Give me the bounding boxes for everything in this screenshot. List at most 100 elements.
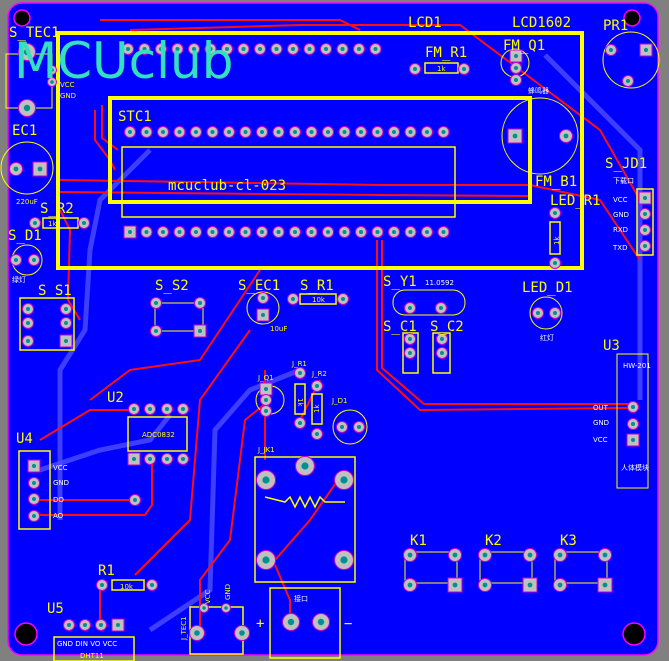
label-k2: K2 bbox=[485, 533, 502, 549]
drill-hole bbox=[142, 47, 147, 51]
label-r1: R1 bbox=[98, 563, 115, 579]
drill-hole bbox=[260, 230, 264, 234]
connector-label: 接口 bbox=[294, 594, 308, 603]
drill-hole bbox=[293, 130, 297, 134]
drill-hole bbox=[37, 166, 43, 172]
drill-hole bbox=[133, 498, 137, 502]
drill-hole bbox=[225, 47, 229, 51]
s-r2-value: 1k bbox=[48, 220, 57, 228]
drill-hole bbox=[33, 221, 37, 225]
drill-hole bbox=[276, 230, 281, 234]
drill-hole bbox=[440, 337, 444, 341]
mounting-hole-icon bbox=[623, 9, 641, 27]
j-r2-value: 1k bbox=[313, 404, 321, 413]
drill-hole bbox=[482, 582, 488, 588]
drill-hole bbox=[128, 230, 132, 234]
label-j-tec1: J_TEC1 bbox=[180, 616, 188, 641]
drill-hole bbox=[82, 221, 86, 225]
drill-hole bbox=[132, 407, 136, 411]
drill-hole bbox=[181, 407, 185, 411]
label-fm-b1: FM_B1 bbox=[535, 174, 577, 190]
drill-hole bbox=[100, 583, 104, 587]
drill-hole bbox=[425, 130, 429, 134]
label-s-r1: S_R1 bbox=[300, 278, 334, 294]
drill-hole bbox=[342, 130, 347, 134]
label-j-q1: J_Q1 bbox=[257, 374, 274, 382]
drill-hole bbox=[557, 552, 563, 558]
drill-hole bbox=[159, 47, 163, 51]
u4-pin-do: DO bbox=[53, 496, 64, 504]
potentiometer-symbol bbox=[264, 495, 345, 509]
drill-hole bbox=[14, 258, 18, 262]
drill-hole bbox=[241, 47, 246, 51]
k1-outline bbox=[404, 551, 458, 584]
s-c2-outline bbox=[432, 332, 451, 374]
s-c1-outline bbox=[402, 332, 419, 374]
drill-hole bbox=[161, 230, 165, 234]
mounting-hole-icon bbox=[14, 622, 38, 646]
label-j-r2: J_R2 bbox=[311, 370, 327, 378]
s-jd1-pin-gnd: GND bbox=[613, 211, 629, 219]
drill-hole bbox=[208, 47, 213, 51]
drill-hole bbox=[261, 313, 265, 317]
j-d1-outline bbox=[332, 409, 368, 445]
drill-hole bbox=[194, 230, 198, 234]
stc1-outline bbox=[121, 146, 456, 218]
u3-pin-vcc: VCC bbox=[593, 436, 608, 444]
drill-hole bbox=[301, 462, 309, 470]
s-tec1-vcc: VCC bbox=[60, 81, 75, 89]
drill-hole bbox=[392, 130, 396, 134]
drill-hole bbox=[307, 47, 312, 51]
drill-hole bbox=[512, 133, 518, 139]
s-jd1-pin-vcc: VCC bbox=[613, 196, 628, 204]
mcuclub-logo: MCUclub bbox=[14, 32, 233, 90]
drill-hole bbox=[148, 407, 152, 411]
drill-hole bbox=[32, 481, 36, 485]
drill-hole bbox=[202, 606, 206, 610]
u5-pins: GND DIN VO VCC bbox=[57, 640, 117, 648]
drill-hole bbox=[326, 230, 330, 234]
label-s-c1: S_C1 bbox=[383, 319, 417, 335]
drill-hole bbox=[357, 425, 361, 429]
s-y1-outline bbox=[392, 289, 466, 316]
drill-hole bbox=[154, 329, 158, 333]
lcd-window-outline bbox=[108, 96, 532, 204]
drill-hole bbox=[392, 230, 396, 234]
s-jd1-pin-rxd: RXD bbox=[613, 226, 628, 234]
label-lcd1602: LCD1602 bbox=[512, 15, 571, 31]
label-s-tec1: S_TEC1 bbox=[9, 25, 60, 41]
drill-hole bbox=[194, 130, 198, 134]
drill-hole bbox=[116, 623, 120, 627]
drill-hole bbox=[26, 339, 30, 343]
drill-hole bbox=[181, 457, 185, 461]
label-lcd1: LCD1 bbox=[408, 15, 442, 31]
drill-hole bbox=[194, 630, 200, 636]
drill-hole bbox=[315, 432, 319, 436]
label-s-ec1: S_EC1 bbox=[238, 278, 280, 294]
drill-hole bbox=[148, 457, 152, 461]
drill-hole bbox=[462, 67, 466, 71]
drill-hole bbox=[439, 306, 443, 310]
drill-hole bbox=[407, 582, 413, 588]
drill-hole bbox=[258, 47, 262, 51]
drill-hole bbox=[324, 47, 328, 51]
label-s-s1: S_S1 bbox=[38, 283, 72, 299]
drill-hole bbox=[407, 552, 413, 558]
u5-outline bbox=[53, 636, 135, 661]
led-r1-body bbox=[549, 221, 561, 255]
drill-hole bbox=[227, 130, 231, 134]
u2-chip-outline bbox=[127, 416, 188, 452]
drill-hole bbox=[128, 130, 132, 134]
s-y1-value: 11.0592 bbox=[425, 279, 454, 287]
drill-hole bbox=[326, 130, 330, 134]
drill-hole bbox=[50, 80, 54, 84]
s-r1-body bbox=[299, 293, 337, 305]
drill-hole bbox=[132, 457, 136, 461]
drill-hole bbox=[144, 230, 149, 234]
fm-r1-value: 1k bbox=[437, 65, 446, 73]
s-jd1-note: 下载口 bbox=[613, 176, 634, 185]
label-u2: U2 bbox=[107, 390, 124, 406]
s-jd1-pin-txd: TXD bbox=[612, 244, 627, 252]
drill-hole bbox=[553, 211, 557, 215]
label-u5: U5 bbox=[47, 601, 64, 617]
